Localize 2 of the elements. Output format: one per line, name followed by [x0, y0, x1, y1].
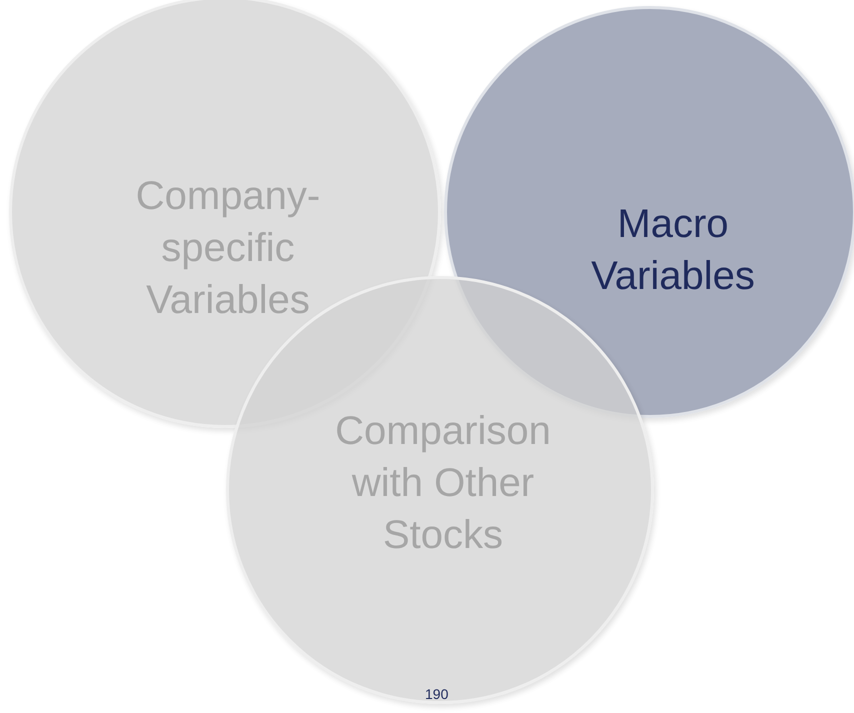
page-number: 190 — [425, 686, 448, 702]
circle-label: Macro Variables — [590, 201, 756, 300]
